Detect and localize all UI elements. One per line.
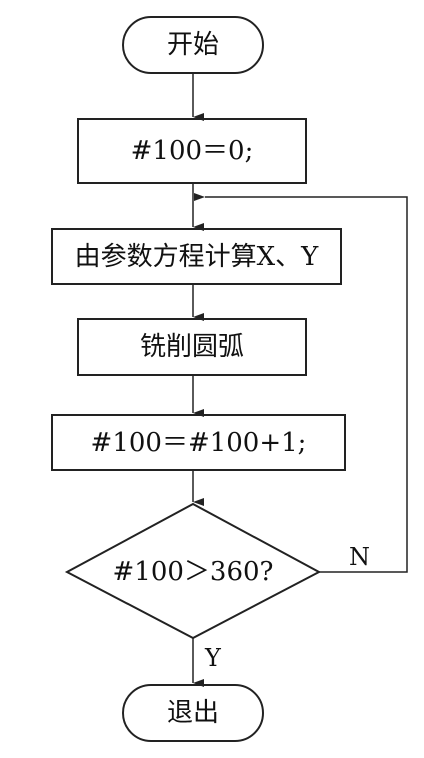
increment-label: #100＝#100+1; (90, 427, 307, 458)
loop-back-line (194, 193, 408, 573)
end-label: 退出 (166, 698, 219, 728)
start-label: 开始 (166, 30, 219, 60)
no-branch-label: N (349, 543, 370, 571)
mill-box (77, 318, 307, 376)
mill-label: 铣削圆弧 (139, 332, 244, 362)
init-box (77, 118, 307, 184)
yes-branch-label: Y (205, 644, 221, 672)
compute-label: 由参数方程计算X、Y (74, 241, 319, 272)
decision-label: #100＞360? (112, 557, 274, 587)
init-label: #100＝0; (130, 136, 254, 166)
increment-box (51, 414, 346, 471)
end-terminal (122, 684, 264, 742)
compute-box (51, 228, 342, 285)
